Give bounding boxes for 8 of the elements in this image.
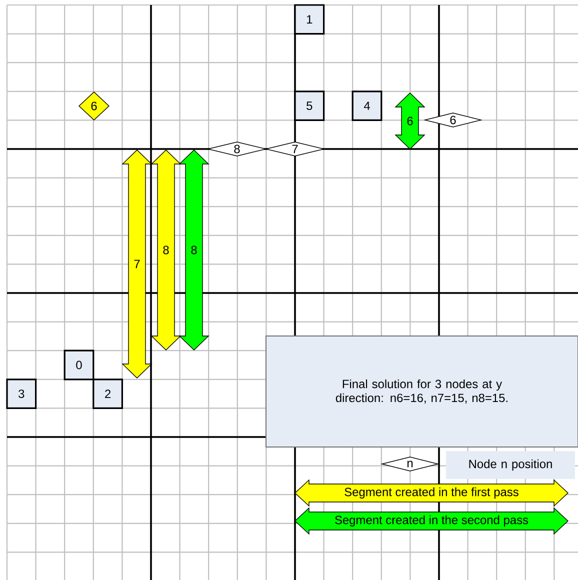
node-box: 5: [294, 90, 325, 121]
note-box: Final solution for 3 nodes at y direction: n6=16, n7=15, n8=15.: [266, 336, 578, 448]
note-box: Node n position: [446, 451, 575, 479]
node-box: 3: [6, 378, 37, 409]
node-box: 4: [352, 90, 382, 121]
node-box: 2: [92, 378, 123, 409]
node-box: 0: [64, 350, 94, 380]
node-box: 1: [294, 4, 325, 35]
